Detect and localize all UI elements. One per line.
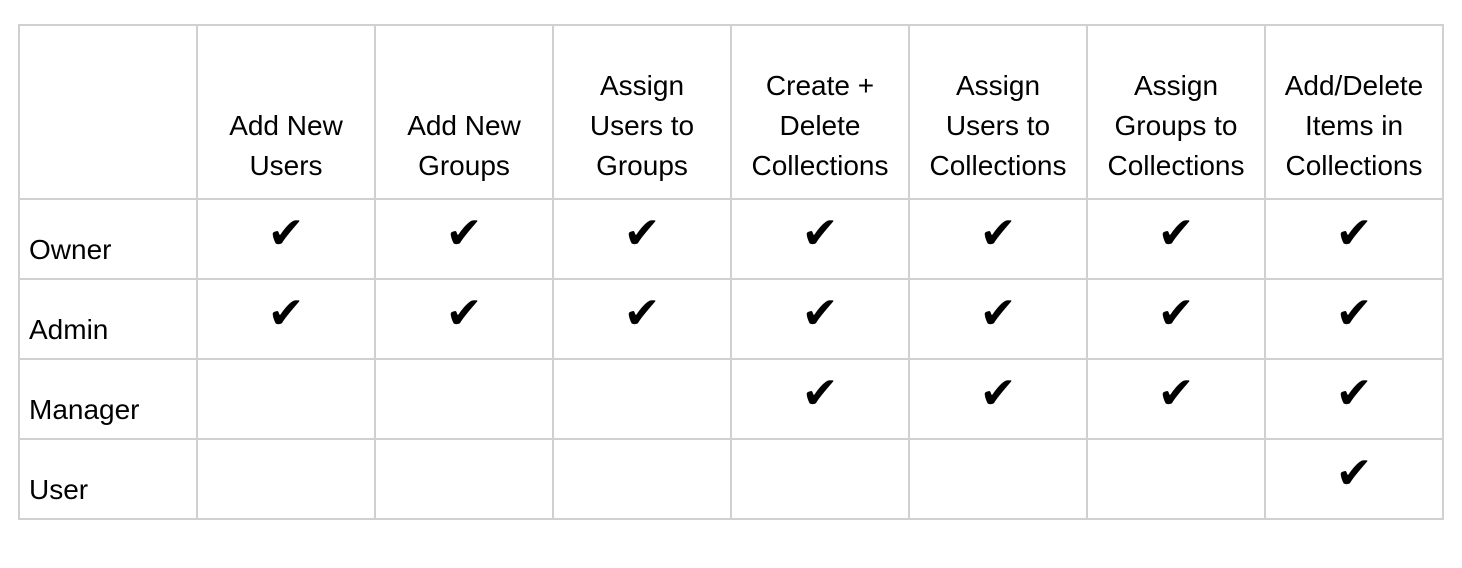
header-create-delete-collections: Create + Delete Collections: [730, 24, 910, 200]
checkmark-icon: ✔: [445, 208, 483, 259]
role-cell: Manager: [18, 358, 198, 440]
checkmark-icon: ✔: [623, 208, 661, 259]
checkmark-icon: ✔: [1335, 368, 1373, 419]
permission-cell: [552, 358, 732, 440]
permission-cell: ✔: [1086, 358, 1266, 440]
corner-cell: [18, 24, 198, 200]
permissions-table: Add New Users Add New Groups Assign User…: [18, 24, 1444, 520]
permission-cell: ✔: [1086, 278, 1266, 360]
header-row: Add New Users Add New Groups Assign User…: [18, 24, 1444, 200]
permission-cell: ✔: [730, 358, 910, 440]
checkmark-icon: ✔: [801, 368, 839, 419]
permission-cell: ✔: [908, 198, 1088, 280]
header-add-new-users: Add New Users: [196, 24, 376, 200]
header-add-delete-items-in-collections: Add/Delete Items in Collections: [1264, 24, 1444, 200]
checkmark-icon: ✔: [267, 288, 305, 339]
permission-cell: ✔: [552, 278, 732, 360]
permission-cell: [1086, 438, 1266, 520]
permission-cell: ✔: [374, 198, 554, 280]
header-label: Add New Users: [229, 110, 343, 181]
permission-cell: ✔: [196, 278, 376, 360]
permission-cell: ✔: [1264, 438, 1444, 520]
permission-cell: ✔: [552, 198, 732, 280]
checkmark-icon: ✔: [1335, 448, 1373, 499]
checkmark-icon: ✔: [623, 288, 661, 339]
checkmark-icon: ✔: [801, 288, 839, 339]
checkmark-icon: ✔: [979, 368, 1017, 419]
checkmark-icon: ✔: [1157, 288, 1195, 339]
header-add-new-groups: Add New Groups: [374, 24, 554, 200]
table-row: Owner ✔ ✔ ✔ ✔ ✔ ✔ ✔: [18, 198, 1444, 280]
table-row: User ✔: [18, 438, 1444, 520]
checkmark-icon: ✔: [445, 288, 483, 339]
header-assign-users-to-groups: Assign Users to Groups: [552, 24, 732, 200]
permission-cell: [196, 358, 376, 440]
role-cell: Owner: [18, 198, 198, 280]
permission-cell: [374, 358, 554, 440]
checkmark-icon: ✔: [1157, 208, 1195, 259]
permission-cell: ✔: [1264, 358, 1444, 440]
header-assign-groups-to-collections: Assign Groups to Collections: [1086, 24, 1266, 200]
header-assign-users-to-collections: Assign Users to Collections: [908, 24, 1088, 200]
header-label: Create + Delete Collections: [751, 70, 889, 181]
checkmark-icon: ✔: [1335, 208, 1373, 259]
header-label: Assign Users to Groups: [589, 70, 695, 181]
permission-cell: [552, 438, 732, 520]
permission-cell: ✔: [730, 278, 910, 360]
permission-cell: [908, 438, 1088, 520]
permission-cell: [374, 438, 554, 520]
permission-cell: ✔: [1264, 198, 1444, 280]
permission-cell: [196, 438, 376, 520]
header-label: Add/Delete Items in Collections: [1284, 70, 1424, 181]
table-row: Manager ✔ ✔ ✔ ✔: [18, 358, 1444, 440]
permission-cell: ✔: [1086, 198, 1266, 280]
checkmark-icon: ✔: [979, 208, 1017, 259]
permission-cell: ✔: [196, 198, 376, 280]
permission-cell: ✔: [908, 278, 1088, 360]
checkmark-icon: ✔: [801, 208, 839, 259]
checkmark-icon: ✔: [267, 208, 305, 259]
permission-cell: ✔: [374, 278, 554, 360]
table-row: Admin ✔ ✔ ✔ ✔ ✔ ✔ ✔: [18, 278, 1444, 360]
permission-cell: ✔: [730, 198, 910, 280]
header-label: Assign Users to Collections: [929, 70, 1067, 181]
header-label: Add New Groups: [407, 110, 521, 181]
table-header: Add New Users Add New Groups Assign User…: [18, 24, 1444, 200]
role-cell: User: [18, 438, 198, 520]
role-cell: Admin: [18, 278, 198, 360]
checkmark-icon: ✔: [1157, 368, 1195, 419]
permission-cell: ✔: [1264, 278, 1444, 360]
permission-cell: ✔: [908, 358, 1088, 440]
permission-cell: [730, 438, 910, 520]
table-body: Owner ✔ ✔ ✔ ✔ ✔ ✔ ✔ Admin ✔ ✔ ✔ ✔ ✔ ✔ ✔ Manager ✔ ✔ ✔ ✔ User ✔: [18, 198, 1444, 520]
checkmark-icon: ✔: [1335, 288, 1373, 339]
checkmark-icon: ✔: [979, 288, 1017, 339]
header-label: Assign Groups to Collections: [1107, 70, 1245, 181]
